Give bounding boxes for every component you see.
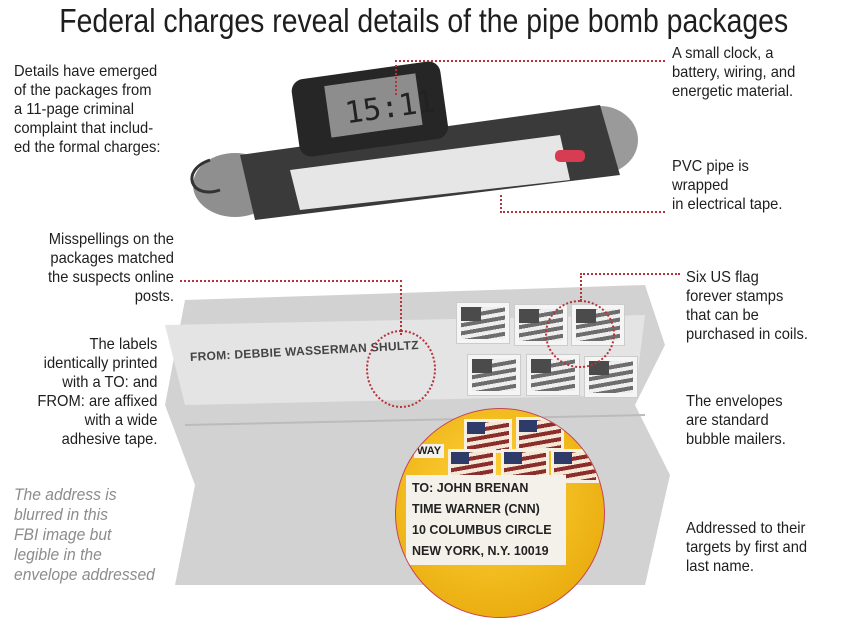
page-title: Federal charges reveal details of the pi… (59, 2, 789, 39)
to-label: TO: JOHN BRENAN TIME WARNER (CNN) 10 COL… (406, 475, 566, 565)
flag-stamp (456, 302, 510, 344)
leader-line (580, 273, 680, 301)
caption-intro: Details have emerged of the packages fro… (14, 63, 161, 156)
highlight-circle (545, 300, 615, 368)
pipe-bomb-photo: 15:11 (180, 60, 660, 220)
leader-line (395, 60, 665, 95)
flag-stamp (584, 356, 638, 398)
caption-blurred: The address is blurred in this FBI image… (14, 485, 155, 584)
leader-line (500, 195, 665, 213)
caption-misspellings: Misspellings on the packages matched the… (47, 231, 174, 305)
partial-label: WAY (414, 444, 445, 458)
leader-line (180, 280, 402, 335)
flag-stamp (516, 417, 564, 451)
caption-stamps: Six US flag forever stamps that can be p… (686, 269, 808, 343)
highlight-circle (366, 330, 436, 408)
caption-envelopes: The envelopes are standard bubble mailer… (686, 393, 786, 448)
flag-stamp (467, 354, 521, 396)
flag-stamp (464, 419, 512, 453)
caption-labels: The labels identically printed with a TO… (37, 336, 157, 448)
caption-clock: A small clock, a battery, wiring, and en… (672, 45, 796, 100)
flag-stamp (551, 449, 599, 483)
address-closeup: WAY TO: JOHN BRENAN TIME WARNER (CNN) 10… (395, 408, 605, 618)
caption-pvc: PVC pipe is wrapped in electrical tape. (672, 158, 783, 213)
caption-addressed: Addressed to their targets by first and … (686, 520, 808, 575)
